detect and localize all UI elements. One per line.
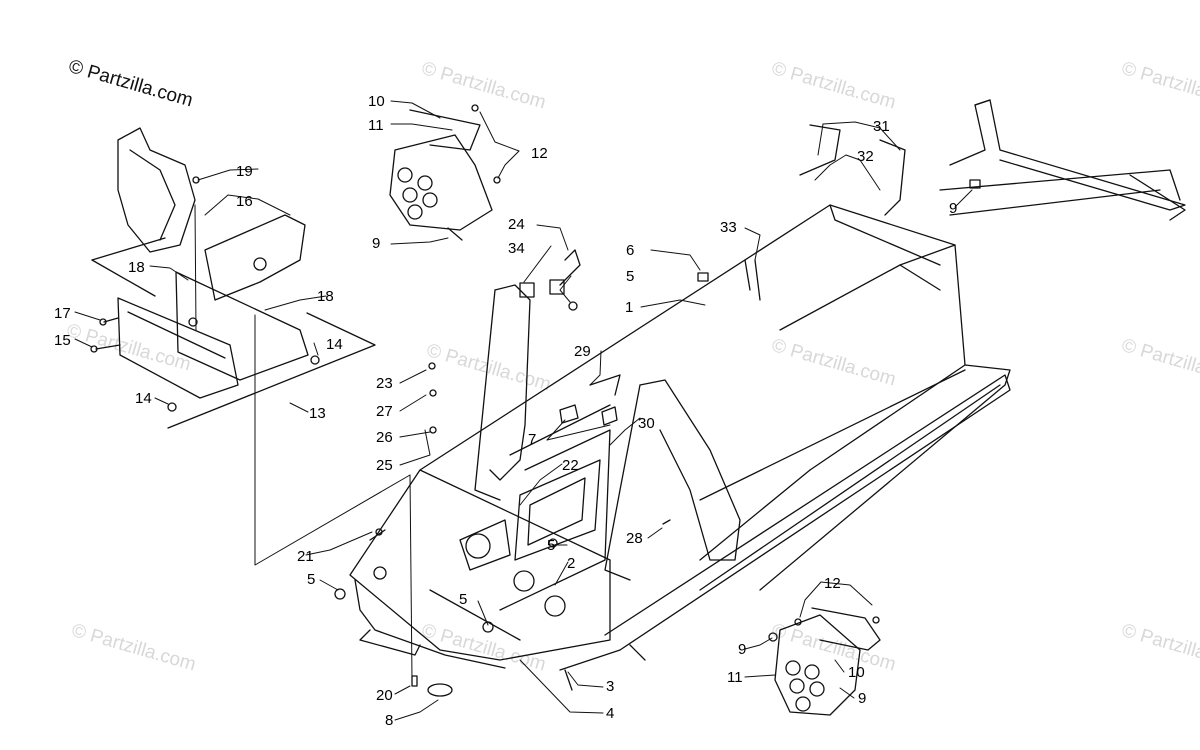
callout-7: 7 [528, 431, 536, 448]
callout-10: 10 [848, 664, 865, 681]
callout-16: 16 [236, 193, 253, 210]
front-bulkhead [474, 284, 741, 611]
leader-lines [74, 100, 973, 721]
callout-29: 29 [574, 343, 591, 360]
callout-25: 25 [376, 457, 393, 474]
callout-1: 1 [625, 299, 633, 316]
callout-27: 27 [376, 403, 393, 420]
callout-20: 20 [376, 687, 393, 704]
callout-32: 32 [857, 148, 874, 165]
callout-9: 9 [372, 235, 380, 252]
callout-12: 12 [824, 575, 841, 592]
callout-34: 34 [508, 240, 525, 257]
belly-pan [349, 469, 611, 669]
main-chassis-frame [419, 99, 1186, 591]
running-board [559, 374, 1011, 671]
callout-17: 17 [54, 305, 71, 322]
callout-10: 10 [368, 93, 385, 110]
callout-5: 5 [307, 571, 315, 588]
callout-12: 12 [531, 145, 548, 162]
callout-18: 18 [128, 259, 145, 276]
callout-28: 28 [626, 530, 643, 547]
callout-9: 9 [738, 641, 746, 658]
callout-3: 3 [606, 678, 614, 695]
callout-6: 6 [626, 242, 634, 259]
callout-22: 22 [562, 457, 579, 474]
callout-8: 8 [385, 712, 393, 729]
callout-23: 23 [376, 375, 393, 392]
callout-5: 5 [459, 591, 467, 608]
callout-11: 11 [727, 669, 743, 686]
callout-33: 33 [720, 219, 737, 236]
front-bumper-bracket-assembly [90, 127, 376, 429]
callout-18: 18 [317, 288, 334, 305]
callout-5: 5 [626, 268, 634, 285]
callout-13: 13 [309, 405, 326, 422]
callout-26: 26 [376, 429, 393, 446]
hardware [334, 124, 981, 697]
callout-5: 5 [547, 537, 555, 554]
callout-30: 30 [638, 415, 655, 432]
callout-21: 21 [297, 548, 314, 565]
callout-15: 15 [54, 332, 71, 349]
upper-skid-plate [389, 104, 501, 241]
callout-31: 31 [873, 118, 890, 135]
callout-24: 24 [508, 216, 525, 233]
callout-14: 14 [135, 390, 152, 407]
callout-4: 4 [606, 705, 614, 722]
lower-skid-plate [768, 607, 881, 716]
callout-2: 2 [567, 555, 575, 572]
callout-9: 9 [949, 200, 957, 217]
callout-9: 9 [858, 690, 866, 707]
callout-14: 14 [326, 336, 343, 353]
callout-11: 11 [368, 117, 384, 134]
callout-19: 19 [236, 163, 253, 180]
